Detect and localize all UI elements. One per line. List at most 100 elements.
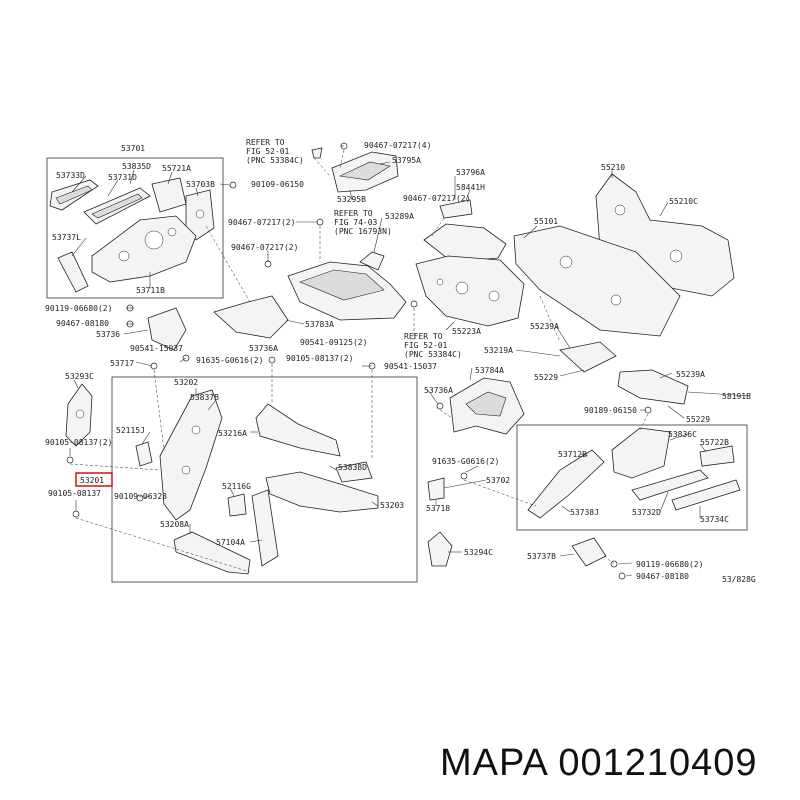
label-53718: 53718 xyxy=(426,504,450,513)
part-53293C-drawing xyxy=(65,383,93,447)
label-90119-06680-b: 90119-06680(2) xyxy=(636,560,703,569)
refer-note-3-line3: (PNC 53384C) xyxy=(404,350,462,359)
part-53838D-drawing xyxy=(335,461,373,483)
label-53219A: 53219A xyxy=(484,346,513,355)
refer-note-3-line2: FIG 52-01 xyxy=(404,341,448,350)
clip-icon xyxy=(311,147,323,159)
label-53734C: 53734C xyxy=(700,515,729,524)
label-90467-08180-b: 90467-08180 xyxy=(636,572,689,581)
label-55239A: 55239A xyxy=(530,322,559,331)
refer-note-2-line2: FIG 74-03 xyxy=(334,218,378,227)
label-53208A: 53208A xyxy=(160,520,189,529)
label-53701: 53701 xyxy=(121,144,145,153)
label-53712B: 53712B xyxy=(558,450,587,459)
part-55210C-drawing xyxy=(513,225,681,337)
refer-note-1-line2: FIG 52-01 xyxy=(246,147,290,156)
label-55722B: 55722B xyxy=(700,438,729,447)
label-53202: 53202 xyxy=(174,378,198,387)
label-55239A-2: 55239A xyxy=(676,370,705,379)
part-53203-drawing xyxy=(265,471,379,513)
label-91635-G0616-b: 91635-G0616(2) xyxy=(432,457,499,466)
label-55101: 55101 xyxy=(534,217,558,226)
label-53738J: 53738J xyxy=(570,508,599,517)
part-number-labels: 53701 53835D 53733D 53731D 55721A 53703B… xyxy=(45,138,756,584)
label-53703B: 53703B xyxy=(186,180,215,189)
label-53294C: 53294C xyxy=(464,548,493,557)
part-53737L-drawing xyxy=(57,251,89,293)
bolt-icon xyxy=(136,494,144,502)
label-53737L: 53737L xyxy=(52,233,81,242)
label-57104A: 57104A xyxy=(216,538,245,547)
leader-lines xyxy=(69,145,751,577)
label-53736A: 53736A xyxy=(249,344,278,353)
label-53784A: 53784A xyxy=(475,366,504,375)
part-53737B-drawing xyxy=(571,537,607,567)
label-53201: 53201 xyxy=(80,476,104,485)
label-55721A: 55721A xyxy=(162,164,191,173)
refer-note-1-line3: (PNC 53384C) xyxy=(246,156,304,165)
group-box-53702 xyxy=(516,424,748,531)
label-55229: 55229 xyxy=(534,373,558,382)
part-53202-drawing xyxy=(159,389,223,521)
label-55210: 55210 xyxy=(601,163,625,172)
label-52115J: 52115J xyxy=(116,426,145,435)
refer-note-1-line1: REFER TO xyxy=(246,138,285,147)
label-53838D: 53838D xyxy=(338,463,367,472)
refer-note-2-line3: (PNC 16793N) xyxy=(334,227,392,236)
part-53289A-drawing xyxy=(359,251,385,271)
label-90109-06150: 90109-06150 xyxy=(251,180,304,189)
label-90541-15037-b: 90541-15037 xyxy=(384,362,437,371)
label-90467-07217-b: 90467-07217(2) xyxy=(231,243,298,252)
part-53783A-drawing xyxy=(213,295,289,339)
brand-part-number-caption: MAPA 001210409 xyxy=(440,742,758,784)
label-55229-b: 55229 xyxy=(686,415,710,424)
label-58191B: 58191B xyxy=(722,392,751,401)
part-55721A-drawing xyxy=(151,177,187,213)
part-53294C-drawing xyxy=(427,531,453,567)
label-55210C: 55210C xyxy=(669,197,698,206)
bolt-icon xyxy=(268,356,276,364)
part-53295B-drawing xyxy=(287,261,407,321)
label-53796A: 53796A xyxy=(456,168,485,177)
label-90119-06680-2: 90119-06680(2) xyxy=(45,304,112,313)
label-53795A: 53795A xyxy=(392,156,421,165)
label-90467-07217-top: 90467-07217(2) xyxy=(403,194,470,203)
part-55722B-drawing xyxy=(699,445,735,467)
label-53836C: 53836C xyxy=(668,430,697,439)
label-90541-09125-2: 90541-09125(2) xyxy=(300,338,367,347)
part-53732D-drawing xyxy=(631,469,709,501)
refer-note-3-line1: REFER TO xyxy=(404,332,443,341)
bolt-icon xyxy=(66,456,74,464)
part-57104A-drawing xyxy=(251,489,279,567)
label-53732D: 53732D xyxy=(632,508,661,517)
label-53293C: 53293C xyxy=(65,372,94,381)
part-53216A-drawing xyxy=(255,403,341,457)
part-58191B-drawing xyxy=(617,369,689,405)
bolt-icon xyxy=(72,510,80,518)
highlighted-part-53201-frame xyxy=(75,472,113,487)
label-53736A-2: 53736A xyxy=(424,386,453,395)
label-53736: 53736 xyxy=(96,330,120,339)
label-53783A: 53783A xyxy=(305,320,334,329)
part-53718-drawing xyxy=(427,477,445,501)
part-53836C-drawing xyxy=(611,427,671,479)
label-53835D: 53835D xyxy=(122,162,151,171)
label-53203: 53203 xyxy=(380,501,404,510)
bolt-icon xyxy=(410,300,418,308)
label-53737B: 53737B xyxy=(527,552,556,561)
part-53711B-drawing xyxy=(91,215,197,283)
part-55223A-drawing xyxy=(415,255,525,327)
label-53731D: 53731D xyxy=(108,173,137,182)
part-53208A-drawing xyxy=(173,531,251,575)
label-90467-07217-2: 90467-07217(2) xyxy=(228,218,295,227)
group-box-53701 xyxy=(46,157,224,299)
label-90467-07217-4: 90467-07217(4) xyxy=(364,141,431,150)
label-55223A: 55223A xyxy=(452,327,481,336)
label-90105-08137-2: 90105-08137(2) xyxy=(286,354,353,363)
label-53837B: 53837B xyxy=(190,393,219,402)
label-90109-06328: 90109-06328 xyxy=(114,492,167,501)
label-53733D: 53733D xyxy=(56,171,85,180)
part-52115J-drawing xyxy=(135,441,153,467)
bolt-icon xyxy=(618,572,626,580)
